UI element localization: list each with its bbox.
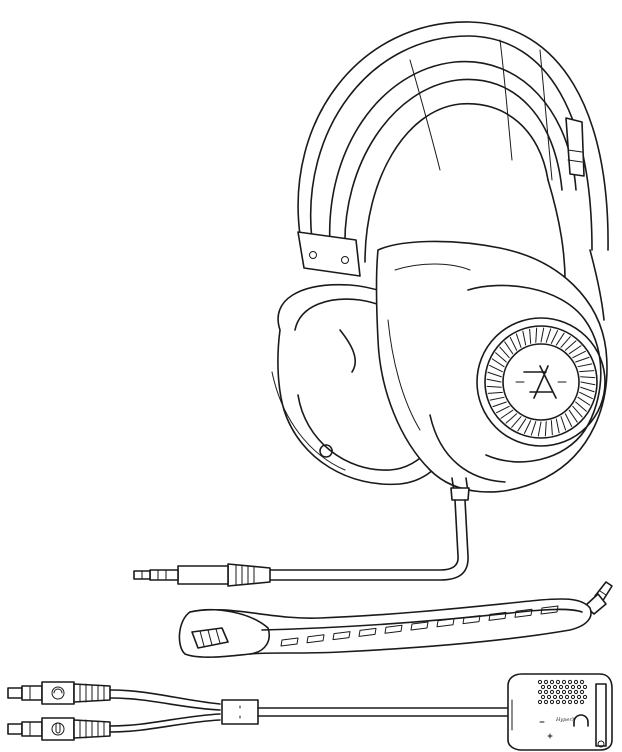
detachable-microphone — [178, 581, 613, 658]
audio-control-box: HyperX — [507, 673, 613, 751]
control-box-brand: HyperX — [555, 717, 576, 723]
headset — [133, 21, 609, 587]
headphone-icon — [53, 688, 63, 694]
hx-logo-icon — [515, 365, 567, 399]
volume-up-icon — [547, 733, 553, 739]
pc-splitter-cable — [7, 681, 511, 741]
box-headphone-icon — [573, 714, 589, 723]
microphone-plug — [7, 717, 111, 741]
microphone-icon — [55, 722, 61, 734]
control-box-grille — [537, 679, 588, 705]
microphone-grille-slots — [280, 605, 559, 647]
earcup-grille — [486, 327, 596, 437]
headset-35mm-plug — [133, 563, 271, 587]
headphone-plug — [7, 681, 111, 705]
